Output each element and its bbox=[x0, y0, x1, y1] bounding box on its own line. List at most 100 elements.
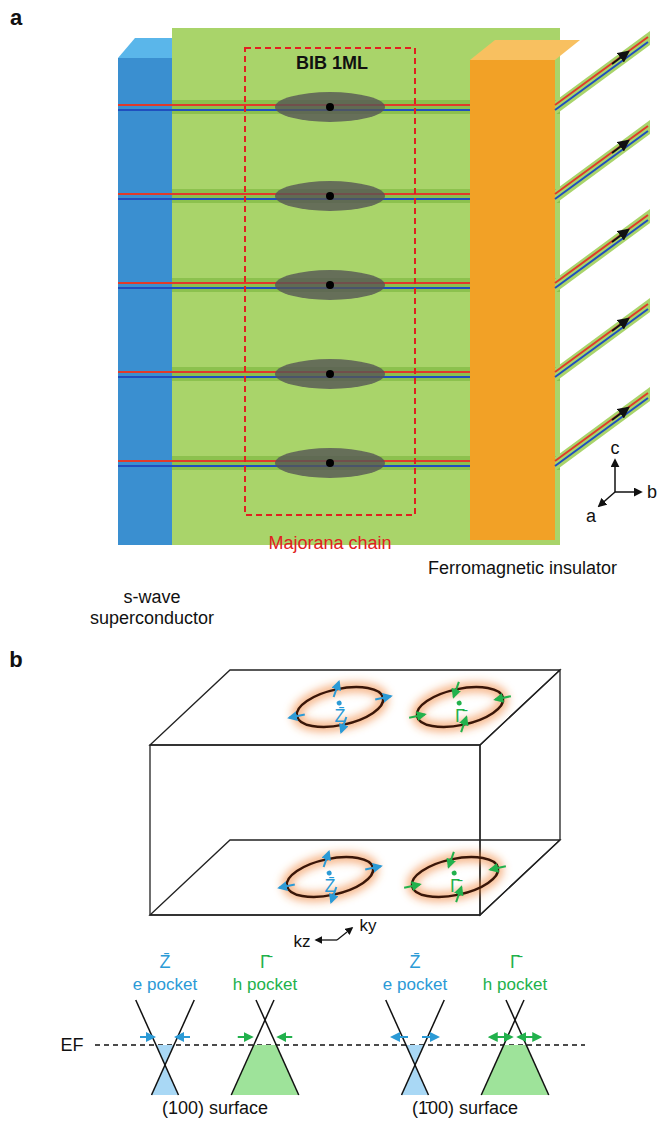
pocket bbox=[274, 842, 386, 912]
pocket-label: e pocket bbox=[133, 975, 197, 995]
k-axes bbox=[316, 928, 352, 940]
superconductor-block: s-wave superconductor bbox=[78, 35, 226, 630]
edge-channel bbox=[555, 42, 648, 110]
filled-states bbox=[152, 1065, 179, 1095]
point-label: Z̄ bbox=[160, 952, 171, 973]
majorana-dot bbox=[326, 281, 334, 289]
pocket-ring bbox=[413, 680, 507, 734]
pocket bbox=[399, 842, 511, 912]
surface-label: (100) surface bbox=[162, 1098, 268, 1119]
bib-slab bbox=[555, 120, 650, 204]
point-label: Γ̄ bbox=[510, 952, 520, 973]
filled-states bbox=[231, 1045, 299, 1095]
panel-letter: b bbox=[9, 647, 22, 672]
surface-label: (1̄00) surface bbox=[412, 1098, 518, 1119]
spin-arrow bbox=[612, 230, 628, 242]
pocket-center bbox=[451, 870, 457, 876]
spin-arrow bbox=[612, 408, 628, 420]
band bbox=[386, 1000, 429, 1095]
majorana-dot bbox=[326, 192, 334, 200]
majorana-modes bbox=[275, 92, 385, 478]
pocket-center bbox=[456, 700, 462, 706]
majorana-mode bbox=[275, 448, 385, 478]
pocket-ring bbox=[293, 680, 387, 734]
majorana-mode bbox=[275, 359, 385, 389]
bib-slab bbox=[555, 209, 650, 293]
point-label: Z̄ bbox=[335, 706, 346, 727]
spin-arrow bbox=[321, 852, 332, 867]
spin-arrow bbox=[238, 1036, 252, 1038]
band bbox=[506, 1000, 549, 1095]
spin-arrow bbox=[422, 1036, 438, 1038]
node-label: Majorana chain bbox=[245, 533, 415, 555]
edge-channel bbox=[555, 126, 648, 194]
axes bbox=[599, 460, 641, 506]
pocket bbox=[404, 672, 516, 742]
pocket-label: h pocket bbox=[233, 975, 297, 995]
spin-arrow bbox=[365, 866, 381, 869]
spin-arrow bbox=[446, 852, 457, 867]
edge-channel bbox=[555, 215, 648, 283]
majorana-mode bbox=[275, 92, 385, 122]
panel-letter: a bbox=[10, 5, 22, 30]
majorana-dot bbox=[326, 103, 334, 111]
filled-states bbox=[481, 1045, 549, 1095]
spin-arrow bbox=[278, 1036, 292, 1038]
edge-channel bbox=[555, 393, 648, 461]
majorana-dot bbox=[326, 370, 334, 378]
spin-arrow bbox=[490, 1036, 512, 1038]
axis-label: a bbox=[586, 506, 596, 527]
edge-channel bbox=[555, 131, 648, 199]
spin-arrow bbox=[404, 884, 420, 887]
energy-label: EF bbox=[60, 1035, 83, 1056]
majorana-box bbox=[245, 48, 415, 515]
band bbox=[481, 1000, 524, 1095]
pocket-center bbox=[326, 870, 332, 876]
bib-slab bbox=[555, 387, 650, 471]
majorana-mode bbox=[275, 181, 385, 211]
spin-arrow bbox=[495, 696, 511, 699]
axis-label: b bbox=[647, 482, 657, 503]
spin-arrow bbox=[612, 52, 628, 64]
ferromagnet-block bbox=[470, 40, 580, 540]
pocket-ring bbox=[408, 850, 502, 904]
spin-arrow bbox=[140, 1036, 154, 1038]
majorana-dot bbox=[326, 459, 334, 467]
point-label: Γ̄ bbox=[450, 876, 460, 897]
spin-arrow bbox=[279, 884, 295, 887]
band bbox=[256, 1000, 299, 1095]
axis-label: ky bbox=[360, 916, 377, 936]
majorana-mode bbox=[275, 270, 385, 300]
spin-arrow bbox=[289, 714, 305, 717]
pocket-ring bbox=[283, 850, 377, 904]
pocket-label: h pocket bbox=[483, 975, 547, 995]
edge-channels bbox=[118, 105, 470, 466]
ferromagnet-block: Ferromagnetic insulator bbox=[415, 40, 630, 580]
edge-channel bbox=[555, 37, 648, 105]
node-label: BIB 1ML bbox=[252, 53, 412, 75]
point-label: Γ̄ bbox=[260, 952, 270, 973]
bib-slab bbox=[555, 31, 650, 115]
point-label: Z̄ bbox=[410, 952, 421, 973]
pocket-glow bbox=[293, 680, 387, 734]
edge-channel bbox=[555, 309, 648, 377]
pocket-glow bbox=[408, 850, 502, 904]
filled-states bbox=[406, 1045, 424, 1065]
point-label: Z̄ bbox=[325, 876, 336, 897]
spin-arrow bbox=[612, 141, 628, 153]
node-label: s-wave superconductor bbox=[78, 587, 226, 630]
pocket-glow bbox=[413, 680, 507, 734]
majorana-chain-box: Majorana chain bbox=[245, 48, 415, 555]
spin-arrow bbox=[612, 319, 628, 331]
bib-stack: BIB 1MLMajorana chain bbox=[172, 28, 560, 545]
spin-arrow bbox=[331, 682, 342, 697]
pocket-glow bbox=[283, 850, 377, 904]
axis-label: c bbox=[611, 438, 620, 459]
band bbox=[136, 1000, 179, 1095]
spin-arrow bbox=[518, 1036, 540, 1038]
node-label: Ferromagnetic insulator bbox=[415, 558, 630, 580]
band bbox=[231, 1000, 274, 1095]
spin-arrow bbox=[392, 1036, 408, 1038]
edge-channel bbox=[555, 304, 648, 372]
pocket-center bbox=[336, 700, 342, 706]
